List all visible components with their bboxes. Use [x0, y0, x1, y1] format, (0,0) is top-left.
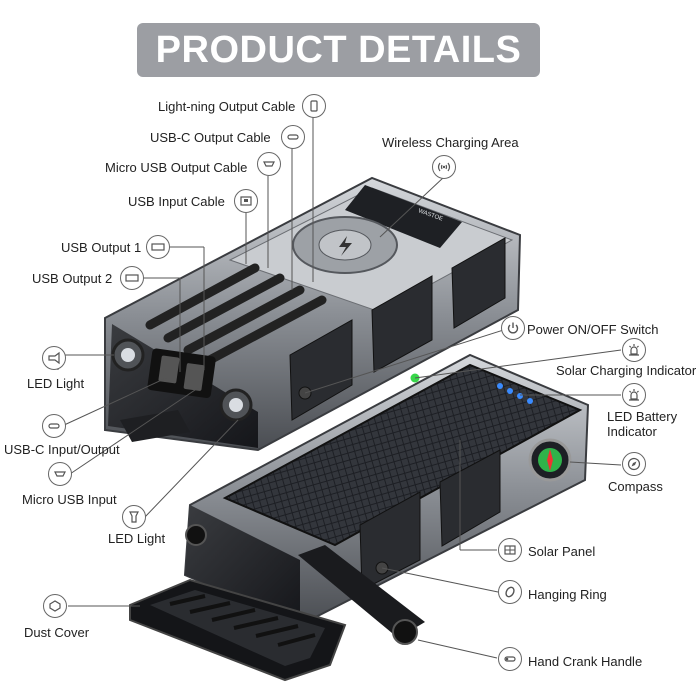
label-micro-usb-input: Micro USB Input	[22, 492, 117, 507]
solar-panel-icon	[498, 538, 522, 562]
solar-indicator-icon	[622, 338, 646, 362]
page-title-banner: PRODUCT DETAILS	[137, 23, 540, 77]
wireless-charging-icon	[432, 155, 456, 179]
battery-indicator-icon	[622, 383, 646, 407]
label-led-battery-indicator-2: Indicator	[607, 424, 657, 439]
lightning-cable-icon	[302, 94, 326, 118]
label-usb-output-2: USB Output 2	[32, 271, 113, 286]
compass-icon	[622, 452, 646, 476]
power-icon	[501, 316, 525, 340]
led-light-icon	[42, 346, 66, 370]
label-usb-c-output-cable: USB-C Output Cable	[150, 130, 271, 145]
label-plate	[345, 185, 462, 248]
hanging-ring-icon	[498, 580, 522, 604]
usb-input-cable-icon	[234, 189, 258, 213]
micro-usb-cable-icon	[257, 152, 281, 176]
hand-crank-icon	[498, 647, 522, 671]
label-solar-panel: Solar Panel	[528, 544, 596, 559]
label-usb-c-input-output: USB-C Input/Output	[4, 442, 120, 457]
label-usb-output-1: USB Output 1	[61, 240, 142, 255]
micro-usb-port-icon	[48, 462, 72, 486]
solar-panel-face	[222, 363, 583, 547]
power-bank-top: WASTOE	[104, 176, 522, 452]
dust-cover-part	[129, 578, 347, 682]
label-micro-usb-output-cable: Micro USB Output Cable	[105, 160, 248, 175]
label-power-switch: Power ON/OFF Switch	[527, 322, 659, 337]
page-title: PRODUCT DETAILS	[155, 28, 522, 71]
label-led-battery-indicator-1: LED Battery	[607, 409, 678, 424]
usb-c-cable-icon	[281, 125, 305, 149]
label-usb-input-cable: USB Input Cable	[128, 194, 225, 209]
usb-c-port-icon	[42, 414, 66, 438]
label-led-light-left: LED Light	[27, 376, 85, 391]
label-hanging-ring: Hanging Ring	[528, 587, 607, 602]
usb-port-2-icon	[120, 266, 144, 290]
hand-crank-arm	[298, 545, 425, 638]
flashlight-icon	[122, 505, 146, 529]
label-solar-charging-indicator: Solar Charging Indicator	[556, 363, 697, 378]
label-wireless-charging-area: Wireless Charging Area	[382, 135, 519, 150]
label-dust-cover: Dust Cover	[24, 625, 90, 640]
usb-port-1-icon	[146, 235, 170, 259]
label-lightning-output-cable: Light-ning Output Cable	[158, 99, 296, 114]
dust-cover-icon	[43, 594, 67, 618]
label-led-light-bottom: LED Light	[108, 531, 166, 546]
power-bank-solar	[183, 353, 590, 645]
label-hand-crank-handle: Hand Crank Handle	[528, 654, 643, 669]
label-compass: Compass	[608, 479, 663, 494]
